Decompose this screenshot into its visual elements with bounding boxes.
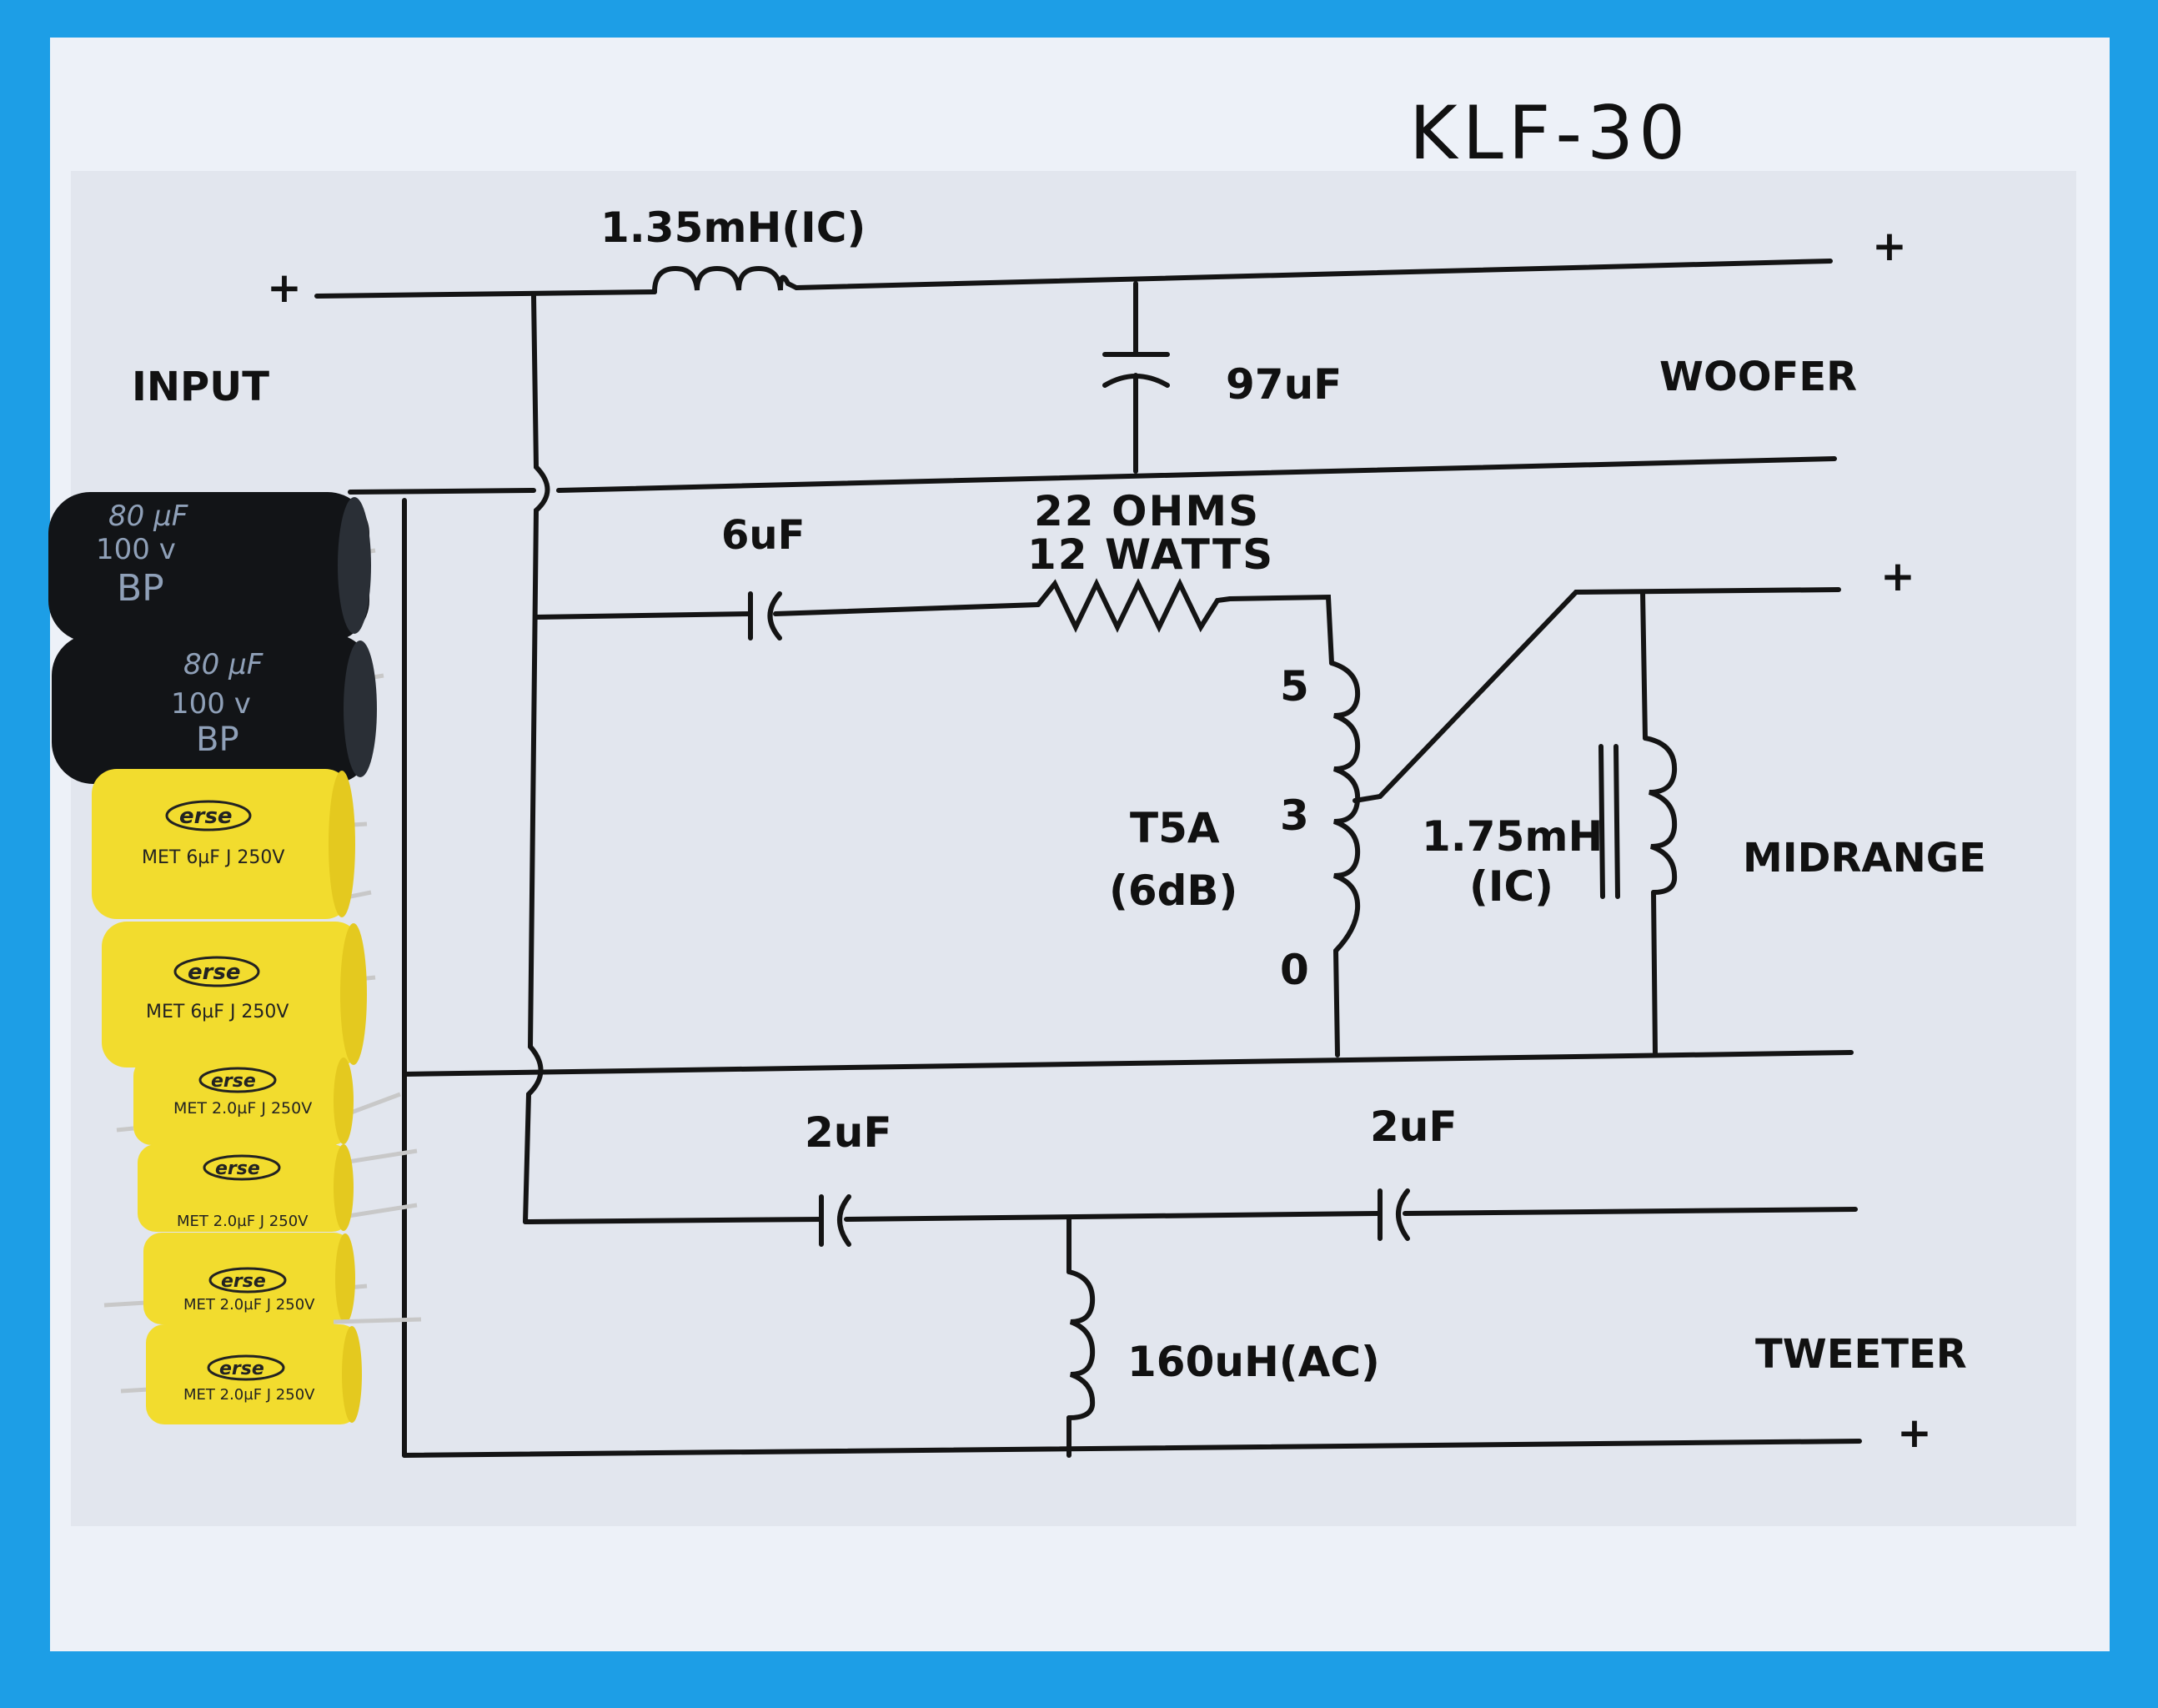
- tweeter-plus-label: +: [1897, 1409, 1932, 1457]
- cap-marking-text: MET 2.0µF J 250V: [183, 1296, 315, 1314]
- cap-marking-text: MET 6µF J 250V: [142, 847, 284, 868]
- schematic-labels: + INPUT + WOOFER 1.35mH(IC) 97uF 6uF 22 …: [132, 203, 1986, 1457]
- mid-feed-wire: [533, 611, 753, 620]
- mid-inductor-lead-top: [1640, 590, 1648, 741]
- capacitor-group: 80 µF 100 v BP 80 µF 100 v BP erse MET 6…: [48, 492, 422, 1424]
- midrange-label: MIDRANGE: [1743, 835, 1986, 882]
- cap-type-text: BP: [117, 567, 164, 610]
- tap-3-label: 3: [1280, 791, 1309, 840]
- resistor-symbol: [1036, 578, 1232, 633]
- woofer-cap-symbol: [1102, 352, 1170, 388]
- brand-text: erse: [211, 1071, 256, 1092]
- mid-inductor-label-line2: (IC): [1469, 862, 1553, 911]
- brand-text: erse: [179, 804, 233, 829]
- left-bus-vertical: [523, 294, 550, 1224]
- input-negative-wire: [348, 488, 536, 495]
- cap-value-text: 80 µF: [108, 500, 188, 533]
- resistor-label-line1: 22 OHMS: [1034, 487, 1260, 535]
- tweeter-out-wire: [1403, 1207, 1858, 1216]
- brand-text: erse: [219, 1359, 264, 1379]
- transformer-label-line1: T5A: [1130, 804, 1220, 852]
- electrolytic-capacitor: 80 µF 100 v BP: [48, 492, 376, 642]
- transformer-coil-symbol: [1329, 661, 1361, 953]
- cap-voltage-text: 100 v: [96, 533, 176, 566]
- mid-inductor-core-symbol: [1598, 744, 1620, 899]
- film-capacitor: erse MET 6µF J 250V: [92, 769, 372, 919]
- tweeter-cap2-label: 2uF: [1370, 1103, 1458, 1151]
- film-capacitor: erse MET 2.0µF J 250V: [138, 1144, 418, 1232]
- woofer-cap-label: 97uF: [1226, 360, 1342, 409]
- woofer-plus-label: +: [1872, 222, 1907, 270]
- film-capacitor: erse MET 2.0µF J 250V: [103, 1233, 368, 1324]
- tap-5-label: 5: [1280, 662, 1309, 711]
- tweeter-inductor-symbol: [1066, 1269, 1096, 1420]
- cap-type-text: BP: [196, 721, 239, 759]
- midrange-negative-wire: [402, 1050, 1854, 1077]
- tap-to-midrange-wire: [1353, 587, 1841, 803]
- electrolytic-capacitor: 80 µF 100 v BP: [52, 634, 384, 784]
- tweeter-inductor-label: 160uH(AC): [1127, 1338, 1380, 1386]
- schematic-wires: [314, 259, 1862, 1458]
- tap-0-label: 0: [1280, 946, 1309, 994]
- woofer-inductor-symbol: [652, 265, 799, 294]
- tweeter-cap2-symbol: [1378, 1188, 1410, 1241]
- cap-marking-text: MET 2.0µF J 250V: [173, 1099, 312, 1118]
- mid-cap-to-resistor: [773, 602, 1041, 616]
- tweeter-cap1-symbol: [819, 1194, 851, 1247]
- cap-marking-text: MET 2.0µF J 250V: [177, 1213, 309, 1230]
- brand-text: erse: [188, 960, 241, 985]
- transformer-label-line2: (6dB): [1109, 867, 1237, 915]
- cap-marking-text: MET 6µF J 250V: [146, 1002, 289, 1022]
- tweeter-cap-link-wire: [844, 1211, 1383, 1222]
- mid-cap-label: 6uF: [721, 512, 805, 559]
- woofer-label: WOOFER: [1659, 354, 1857, 400]
- cap-voltage-text: 100 v: [171, 687, 251, 721]
- film-capacitor: erse MET 2.0µF J 250V: [120, 1317, 422, 1424]
- mid-inductor-coil-symbol: [1643, 736, 1678, 895]
- tweeter-bottom-wire: [402, 1439, 1862, 1458]
- handwritten-title: KLF-30: [1409, 90, 1690, 176]
- mid-cap-symbol: [748, 591, 782, 640]
- woofer-negative-wire: [556, 456, 1837, 493]
- film-capacitor: erse MET 6µF J 250V: [102, 922, 376, 1068]
- input-positive-wire: [314, 289, 657, 299]
- cap-marking-text: MET 2.0µF J 250V: [183, 1386, 315, 1404]
- transformer-bottom-lead: [1333, 948, 1340, 1057]
- tweeter-cap1-label: 2uF: [805, 1108, 892, 1157]
- tweeter-label: TWEETER: [1755, 1331, 1967, 1378]
- brand-text: erse: [215, 1158, 260, 1179]
- resistor-to-transformer: [1227, 594, 1334, 666]
- input-label: INPUT: [132, 364, 269, 410]
- resistor-label-line2: 12 WATTS: [1027, 530, 1274, 579]
- woofer-inductor-label: 1.35mH(IC): [600, 203, 866, 252]
- film-capacitor: erse MET 2.0µF J 250V: [116, 1057, 401, 1145]
- woofer-positive-wire: [794, 259, 1833, 290]
- cap-value-text: 80 µF: [183, 648, 263, 681]
- tweeter-feed-wire: [523, 1217, 824, 1224]
- brand-text: erse: [221, 1271, 266, 1292]
- mid-inductor-lead-bottom: [1651, 890, 1658, 1055]
- input-plus-label: +: [267, 264, 302, 312]
- midrange-plus-label: +: [1880, 552, 1915, 600]
- schematic-symbols: [652, 265, 1678, 1420]
- mid-inductor-label-line1: 1.75mH: [1422, 812, 1603, 861]
